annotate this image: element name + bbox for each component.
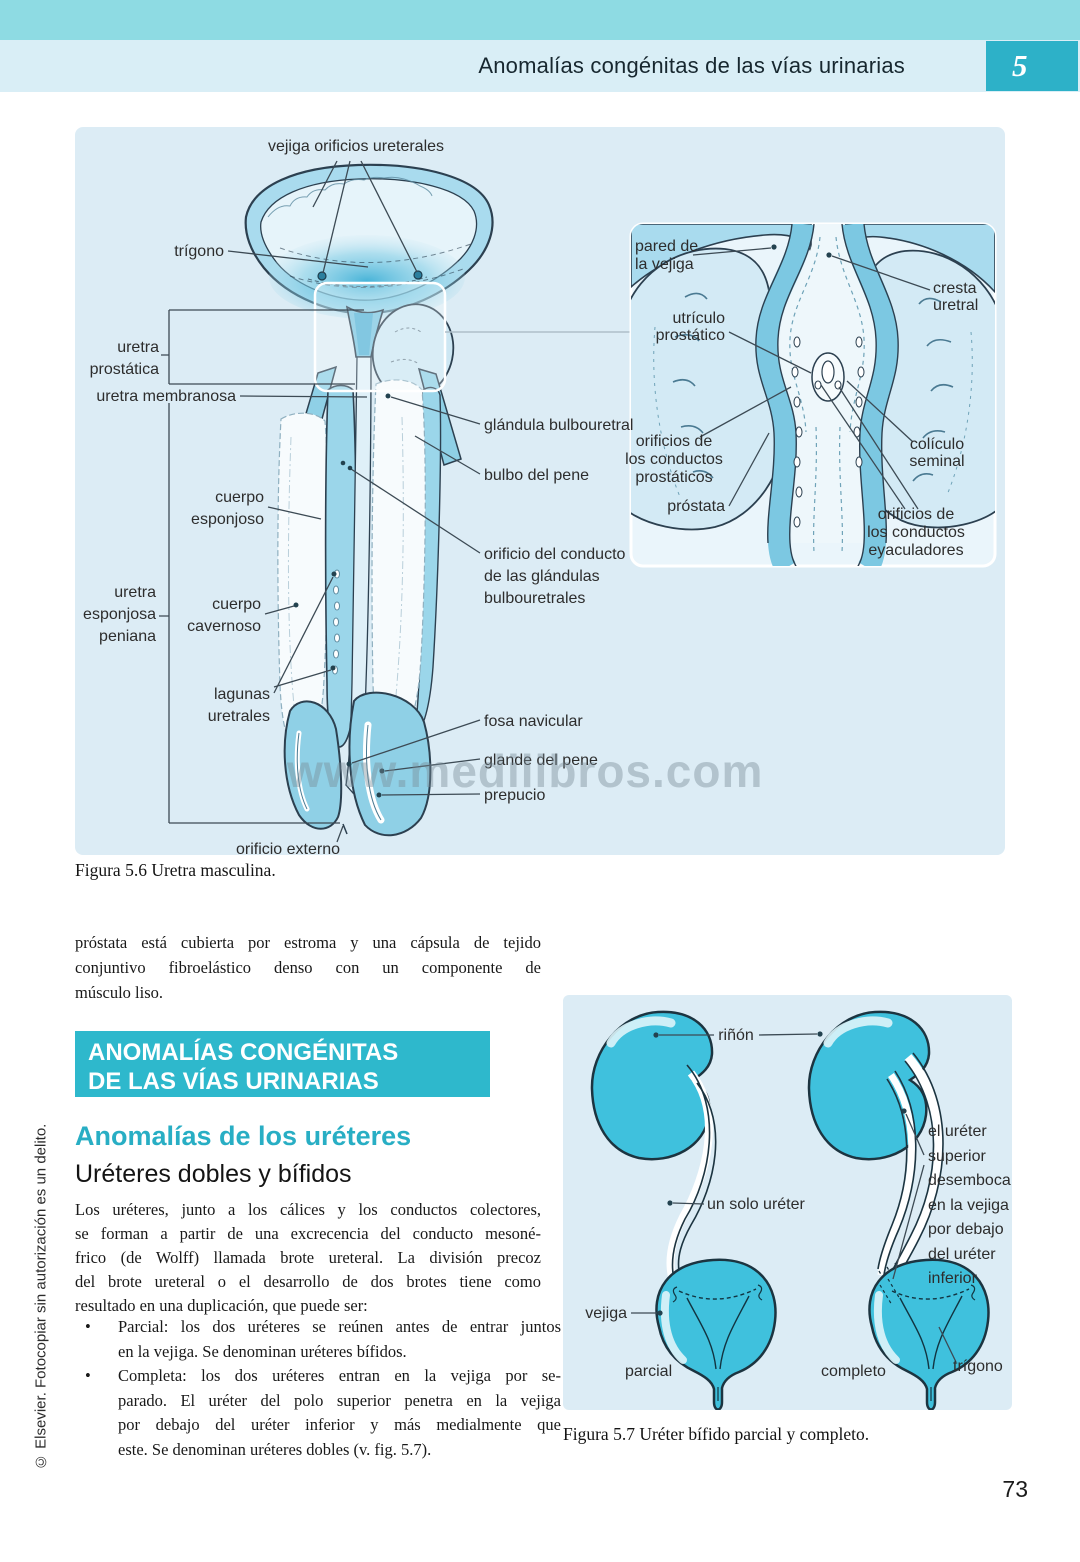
svg-text:esponjoso: esponjoso	[191, 511, 264, 528]
label-parcial: parcial	[625, 1363, 672, 1380]
bullet-marker: •	[85, 1317, 91, 1336]
main-leader-lines	[159, 160, 481, 843]
svg-text:uretrales: uretrales	[208, 708, 270, 725]
figure-5-6-panel: pared de la vejiga cresta uretral utrícu…	[75, 127, 1005, 858]
figure-5-7-labels: riñón un solo uréter el uréter superior …	[585, 1027, 1011, 1380]
label-vejiga: vejiga	[585, 1305, 627, 1322]
watermark: www.medilibros.com	[287, 745, 764, 797]
bullet-list: • Parcial: los dos uréteres se reúnen an…	[75, 1317, 563, 1465]
svg-text:esponjosa: esponjosa	[83, 606, 156, 623]
label-cuerpo-esponjoso: cuerpo	[215, 489, 264, 506]
label-uretra-membranosa: uretra membranosa	[96, 388, 236, 405]
bullet-marker: •	[85, 1366, 91, 1386]
urethra-shaft-drawing	[277, 303, 462, 795]
svg-text:en la vejiga: en la vejiga	[928, 1197, 1009, 1214]
chapter-number-badge: 5	[986, 41, 1078, 91]
label-utriculo-prostatico: utrículo	[673, 310, 726, 327]
inset-leader-lines	[692, 244, 931, 510]
svg-text:peniana: peniana	[99, 628, 156, 645]
subsubsection-title: Uréteres dobles y bífidos	[75, 1160, 352, 1188]
svg-text:prostático: prostático	[656, 327, 725, 344]
figure-5-7-leader-lines	[631, 1031, 957, 1363]
label-prepucio: prepucio	[484, 787, 545, 804]
figure-5-6-illustration: pared de la vejiga cresta uretral utrícu…	[83, 138, 997, 858]
right-bladder-drawing	[868, 1258, 990, 1411]
ureter-paragraph: Los uréteres, junto a los cálices y los …	[75, 1200, 541, 1315]
left-bladder-drawing	[655, 1258, 777, 1411]
label-cresta-uretral: cresta	[933, 280, 977, 297]
page-number: 73	[1002, 1476, 1028, 1502]
label-rinon: riñón	[718, 1027, 754, 1044]
label-glande-del-pene: glande del pene	[484, 752, 598, 769]
inset-labels: pared de la vejiga cresta uretral utrícu…	[625, 238, 978, 559]
prostatic-region-highlight-box	[313, 281, 447, 393]
label-prostata: próstata	[667, 498, 725, 515]
svg-text:de las glándulas: de las glándulas	[484, 568, 600, 585]
figure-5-6-caption: Figura 5.6 Uretra masculina.	[75, 860, 276, 880]
label-ureter-superior: el uréter	[928, 1123, 987, 1140]
header-top-band	[0, 0, 1080, 40]
section-heading-box: ANOMALÍAS CONGÉNITAS DE LAS VÍAS URINARI…	[75, 1031, 490, 1097]
svg-text:uretral: uretral	[933, 297, 978, 314]
svg-text:superior: superior	[928, 1148, 986, 1165]
label-completo: completo	[821, 1363, 886, 1380]
svg-text:bulbouretrales: bulbouretrales	[484, 590, 585, 607]
figure-5-7-panel: riñón un solo uréter el uréter superior …	[563, 995, 1012, 1411]
section-heading-line1: ANOMALÍAS CONGÉNITAS	[88, 1039, 399, 1066]
label-trigono-57: trígono	[953, 1358, 1003, 1375]
svg-text:inferior: inferior	[928, 1270, 978, 1287]
chapter-number: 5	[1012, 48, 1028, 83]
label-trigono: trígono	[174, 243, 224, 260]
header-title-band	[0, 40, 1080, 92]
glans-drawing	[283, 691, 432, 837]
label-glandula-bulbouretral: glándula bulbouretral	[484, 417, 633, 434]
label-orificio-externo: orificio externo	[236, 841, 340, 855]
intro-paragraph: próstata está cubierta por estroma y una…	[75, 933, 541, 1002]
subsection-title: Anomalías de los uréteres	[75, 1121, 412, 1151]
svg-text:prostática: prostática	[90, 361, 159, 378]
label-lagunas-uretrales: lagunas	[214, 686, 270, 703]
right-kidney-drawing	[807, 1010, 931, 1161]
svg-text:desemboca: desemboca	[928, 1172, 1011, 1189]
copyright-sidebar-text: © Elsevier. Fotocopiar sin autorización …	[32, 1123, 50, 1470]
list-item: • Parcial: los dos uréteres se reúnen an…	[85, 1317, 561, 1361]
label-un-solo-ureter: un solo uréter	[707, 1196, 806, 1213]
svg-text:del uréter: del uréter	[928, 1246, 996, 1263]
left-kidney-drawing	[590, 1010, 714, 1161]
running-head-title: Anomalías congénitas de las vías urinari…	[478, 53, 905, 78]
label-orificios-conductos-eyaculadores: orificios de	[878, 506, 955, 523]
label-cuerpo-cavernoso: cuerpo	[212, 596, 261, 613]
label-bulbo-del-pene: bulbo del pene	[484, 467, 589, 484]
section-heading-line2: DE LAS VÍAS URINARIAS	[88, 1068, 379, 1095]
label-uretra-prostatica: uretra	[117, 339, 159, 356]
label-vejiga-orificios-ureterales: vejiga orificios ureterales	[268, 138, 444, 155]
svg-text:los conductos: los conductos	[867, 524, 965, 541]
list-item: • Completa: los dos uréteres entran en l…	[85, 1366, 561, 1459]
bladder-drawing	[244, 163, 494, 358]
label-uretra-esponjosa-peniana: uretra	[114, 584, 156, 601]
main-labels: vejiga orificios ureterales trígono uret…	[83, 138, 633, 858]
svg-text:por debajo: por debajo	[928, 1221, 1004, 1238]
svg-text:los conductos: los conductos	[625, 451, 723, 468]
svg-text:seminal: seminal	[909, 453, 964, 470]
prostatic-urethra-inset: pared de la vejiga cresta uretral utrícu…	[625, 222, 997, 568]
label-coliculo-seminal: colículo	[910, 436, 964, 453]
label-pared-de-la-vejiga: pared de	[635, 238, 698, 255]
label-orificio-conducto-glandulas: orificio del conducto	[484, 546, 626, 563]
figure-5-7-caption: Figura 5.7 Uréter bífido parcial y compl…	[563, 1424, 870, 1444]
svg-text:la vejiga: la vejiga	[635, 256, 694, 273]
svg-text:cavernoso: cavernoso	[187, 618, 261, 635]
svg-text:eyaculadores: eyaculadores	[868, 542, 963, 559]
label-fosa-navicular: fosa navicular	[484, 713, 583, 730]
svg-text:prostáticos: prostáticos	[635, 469, 712, 486]
label-orificios-conductos-prostaticos: orificios de	[636, 433, 713, 450]
figure-5-7-illustration: riñón un solo uréter el uréter superior …	[585, 1010, 1011, 1411]
